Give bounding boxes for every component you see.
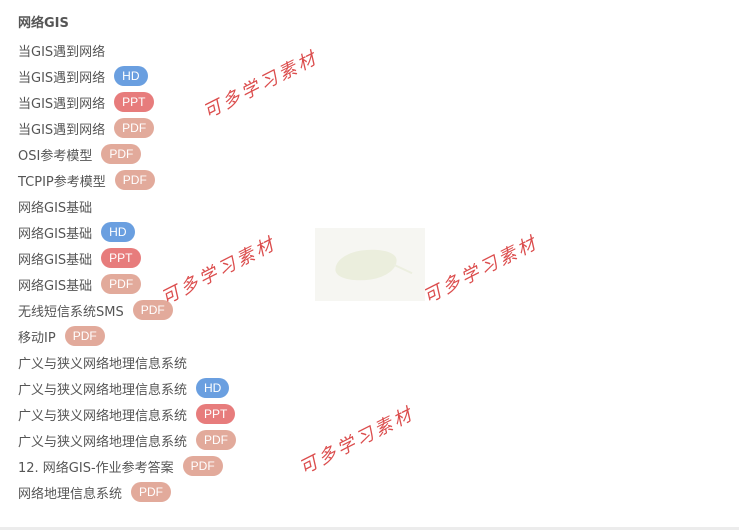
item-title[interactable]: 当GIS遇到网络	[18, 44, 106, 60]
list-item: 当GIS遇到网络 PDF	[18, 115, 718, 141]
list-item: 当GIS遇到网络	[18, 37, 718, 63]
leaf-image	[315, 228, 425, 301]
list-item: 广义与狭义网络地理信息系统 PDF	[18, 427, 718, 453]
list-item: 广义与狭义网络地理信息系统	[18, 349, 718, 375]
pdf-badge[interactable]: PDF	[114, 118, 155, 138]
leaf-stem-icon	[393, 263, 413, 275]
pdf-badge[interactable]: PDF	[101, 274, 142, 294]
leaf-icon	[333, 245, 399, 285]
list-item: 网络GIS基础	[18, 193, 718, 219]
hd-badge[interactable]: HD	[101, 222, 135, 242]
ppt-badge[interactable]: PPT	[101, 248, 141, 268]
item-title[interactable]: 网络GIS基础	[18, 278, 93, 294]
list-item: 网络GIS基础 PDF	[18, 271, 718, 297]
list-item: 移动IP PDF	[18, 323, 718, 349]
list-item: 网络GIS基础 HD	[18, 219, 718, 245]
hd-badge[interactable]: HD	[196, 378, 230, 398]
resource-list: 当GIS遇到网络 当GIS遇到网络 HD 当GIS遇到网络 PPT 当GIS遇到…	[18, 37, 718, 505]
item-title[interactable]: 网络GIS基础	[18, 200, 93, 216]
item-title[interactable]: TCPIP参考模型	[18, 174, 106, 190]
pdf-badge[interactable]: PDF	[64, 326, 105, 346]
section-title: 网络GIS	[18, 16, 69, 31]
item-title[interactable]: 网络地理信息系统	[18, 486, 123, 502]
list-item: 广义与狭义网络地理信息系统 HD	[18, 375, 718, 401]
list-item: TCPIP参考模型 PDF	[18, 167, 718, 193]
item-title[interactable]: 12. 网络GIS-作业参考答案	[18, 460, 174, 476]
list-item: 当GIS遇到网络 PPT	[18, 89, 718, 115]
item-title[interactable]: 当GIS遇到网络	[18, 96, 106, 112]
pdf-badge[interactable]: PDF	[182, 456, 223, 476]
hd-badge[interactable]: HD	[114, 66, 148, 86]
list-item: 网络GIS基础 PPT	[18, 245, 718, 271]
item-title[interactable]: 网络GIS基础	[18, 226, 93, 242]
list-item: 无线短信系统SMS PDF	[18, 297, 718, 323]
list-item: 12. 网络GIS-作业参考答案 PDF	[18, 453, 718, 479]
ppt-badge[interactable]: PPT	[196, 404, 236, 424]
pdf-badge[interactable]: PDF	[132, 300, 173, 320]
pdf-badge[interactable]: PDF	[196, 430, 237, 450]
item-title[interactable]: 当GIS遇到网络	[18, 70, 106, 86]
bottom-divider	[0, 527, 739, 530]
list-item: 广义与狭义网络地理信息系统 PPT	[18, 401, 718, 427]
list-item: OSI参考模型 PDF	[18, 141, 718, 167]
item-title[interactable]: 广义与狭义网络地理信息系统	[18, 382, 188, 398]
item-title[interactable]: OSI参考模型	[18, 148, 93, 164]
ppt-badge[interactable]: PPT	[114, 92, 154, 112]
item-title[interactable]: 广义与狭义网络地理信息系统	[18, 408, 188, 424]
pdf-badge[interactable]: PDF	[114, 170, 155, 190]
course-section: 网络GIS 当GIS遇到网络 当GIS遇到网络 HD 当GIS遇到网络 PPT …	[18, 13, 718, 505]
item-title[interactable]: 无线短信系统SMS	[18, 304, 124, 320]
item-title[interactable]: 网络GIS基础	[18, 252, 93, 268]
list-item: 当GIS遇到网络 HD	[18, 63, 718, 89]
item-title[interactable]: 广义与狭义网络地理信息系统	[18, 356, 188, 372]
list-item: 网络地理信息系统 PDF	[18, 479, 718, 505]
pdf-badge[interactable]: PDF	[101, 144, 142, 164]
pdf-badge[interactable]: PDF	[131, 482, 172, 502]
item-title[interactable]: 当GIS遇到网络	[18, 122, 106, 138]
item-title[interactable]: 移动IP	[18, 330, 56, 346]
item-title[interactable]: 广义与狭义网络地理信息系统	[18, 434, 188, 450]
